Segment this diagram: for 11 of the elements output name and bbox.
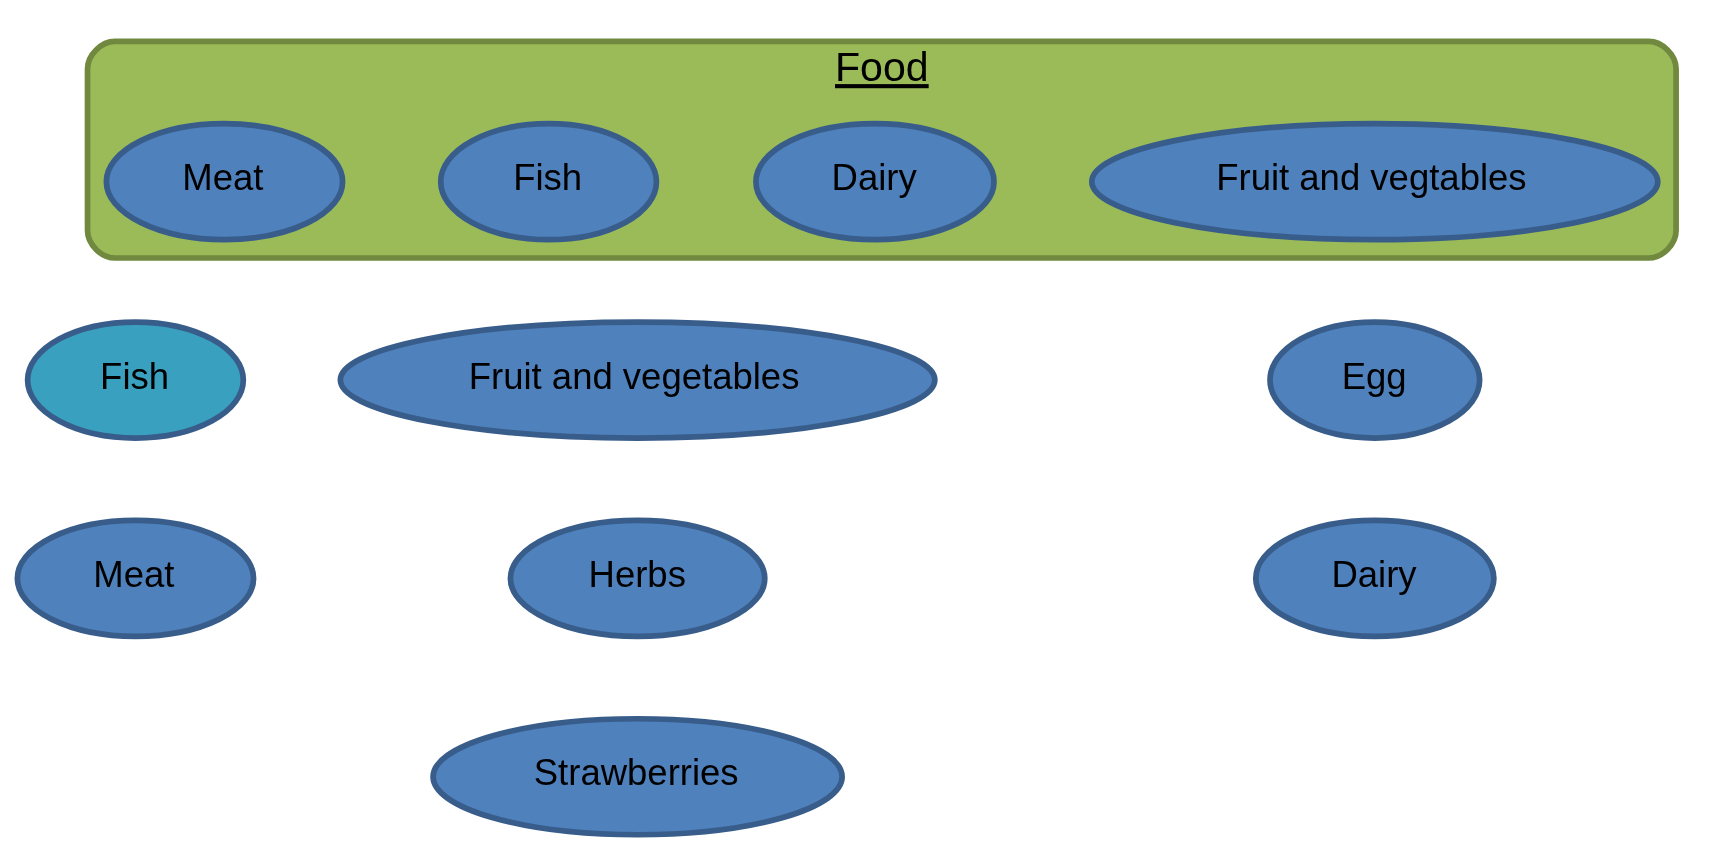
- node-ellipse: Fish: [24, 319, 247, 441]
- node-ellipse: Fish: [437, 120, 660, 243]
- node-ellipse: Fruit and vegetables: [337, 319, 938, 441]
- node-ellipse: Herbs: [507, 517, 768, 640]
- node-ellipse: Fruit and vegtables: [1088, 120, 1661, 243]
- node-ellipse: Egg: [1267, 319, 1483, 441]
- node-ellipse: Dairy: [753, 120, 997, 243]
- node-ellipse: Strawberries: [430, 715, 845, 838]
- node-ellipse: Meat: [103, 120, 346, 243]
- node-ellipse: Meat: [14, 517, 257, 640]
- node-ellipse: Dairy: [1252, 517, 1497, 640]
